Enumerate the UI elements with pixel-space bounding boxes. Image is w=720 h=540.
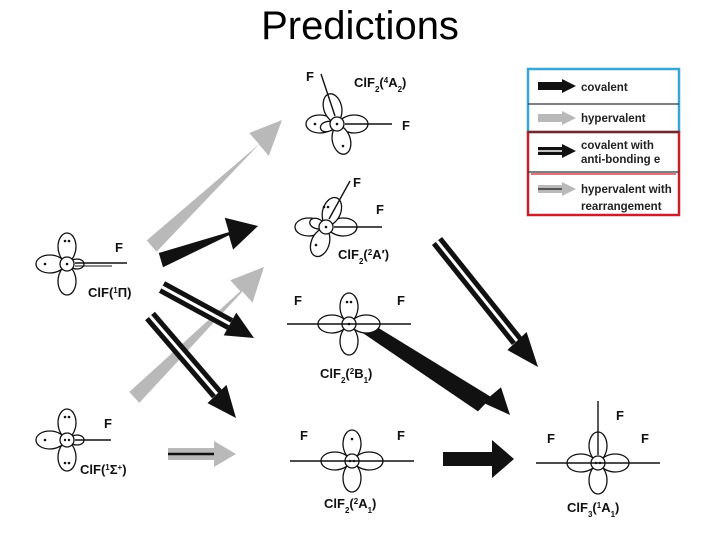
atom-f-2aprime-top: F — [353, 175, 361, 190]
legend-label-hypervalent-rearrangement-line2: rearrangement — [581, 201, 662, 213]
atom-f-sigma: F — [104, 416, 112, 431]
legend: covalent hypervalent covalent with anti-… — [526, 67, 681, 217]
arrow-covalent-antibonding-pi-to-2a1 — [145, 311, 236, 418]
legend-label-covalent: covalent — [581, 82, 628, 94]
slide-title: Predictions — [261, 4, 459, 48]
atom-f-4a2-right: F — [402, 118, 410, 133]
arrow-hypervalent-sigma-to-2b1 — [129, 267, 264, 403]
atom-f-2b1-left: F — [294, 293, 302, 308]
molecule-clf2-2a1: F F ClF2(2A1) — [290, 428, 414, 515]
label-clf2-2a1: ClF2(2A1) — [324, 496, 376, 515]
arrow-covalent-2b1-to-clf3 — [356, 321, 510, 415]
legend-label-hypervalent-rearrangement-line1: hypervalent with — [581, 184, 672, 196]
label-clf-sigma: ClF(1Σ+) — [80, 462, 127, 477]
arrow-hypervalent-rearrangement-sigma-to-2a1 — [168, 441, 236, 467]
atom-f-2a1-right: F — [397, 428, 405, 443]
molecule-clf3: F F F ClF3(1A1) — [536, 401, 660, 519]
molecule-clf2-2b1: F F ClF2(2B1) — [287, 292, 411, 385]
legend-arrow-covalent-antibonding — [538, 144, 576, 158]
atom-f-clf3-right: F — [641, 431, 649, 446]
atom-f-clf3-top: F — [616, 408, 624, 423]
molecule-clf-sigma: F ClF(1Σ+) — [35, 408, 127, 477]
molecule-clf-pi: F ClF(1Π) — [35, 232, 131, 300]
legend-arrow-hypervalent — [538, 111, 576, 125]
label-clf2-2aprime: ClF2(2A′) — [338, 247, 389, 266]
atom-f-clf3-left: F — [547, 431, 555, 446]
label-clf2-2b1: ClF2(2B1) — [320, 366, 372, 385]
arrow-covalent-2a1-to-clf3 — [443, 440, 514, 478]
label-clf2-4a2: ClF2(4A2) — [354, 75, 406, 94]
legend-label-hypervalent: hypervalent — [581, 113, 646, 125]
molecule-clf2-4a2: F F ClF2(4A2) — [305, 69, 410, 157]
molecule-clf2-2aprime: F F ClF2(2A′) — [294, 175, 389, 266]
legend-arrow-hypervalent-rearrangement — [538, 182, 576, 196]
atom-f-2aprime-right: F — [376, 202, 384, 217]
arrow-hypervalent-pi-to-4a2 — [146, 120, 282, 252]
label-clf-pi: ClF(1Π) — [88, 285, 131, 300]
atom-f-pi: F — [115, 240, 123, 255]
atom-f-2b1-right: F — [397, 293, 405, 308]
legend-arrow-covalent — [538, 79, 576, 93]
atom-f-4a2-top: F — [306, 69, 314, 84]
arrow-covalent-pi-to-2aprime — [158, 217, 258, 268]
label-clf3: ClF3(1A1) — [567, 500, 619, 519]
atom-f-2a1-left: F — [300, 428, 308, 443]
arrow-covalent-antibonding-2aprime-to-clf3 — [431, 236, 538, 367]
legend-label-covalent-antibonding-line2: anti-bonding e — [581, 154, 660, 166]
arrow-covalent-antibonding-pi-to-2b1 — [158, 281, 254, 338]
legend-label-covalent-antibonding-line1: covalent with — [581, 140, 654, 152]
